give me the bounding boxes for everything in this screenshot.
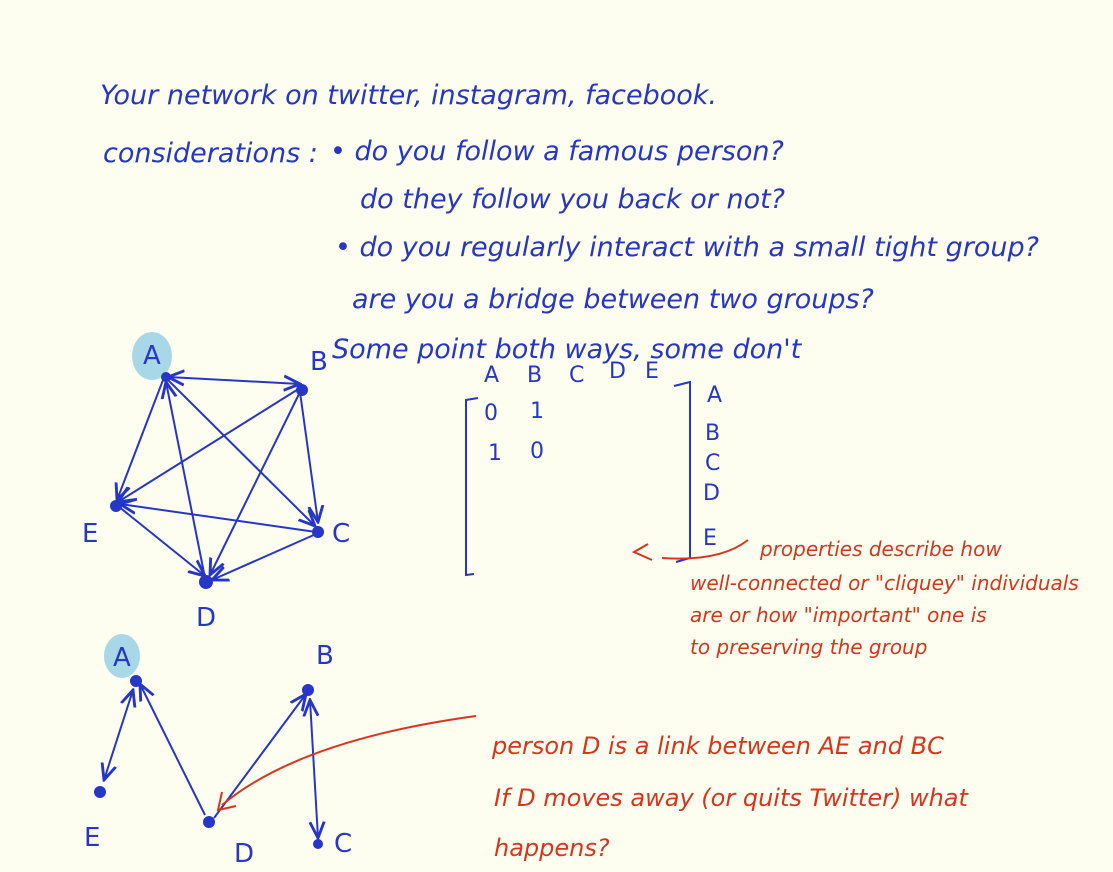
- red-arrow-to-matrix: [631, 539, 749, 561]
- node-d2: [203, 816, 215, 828]
- node-b: [296, 384, 308, 396]
- col-header-c: C: [569, 363, 584, 388]
- bullet-1-line-2: do they follow you back or not?: [360, 184, 785, 215]
- edge-b-e: [118, 387, 301, 502]
- adjacency-matrix: A B C D E 0 1 1 0 A B C D E: [465, 359, 722, 577]
- red-note-2-line-2: If D moves away (or quits Twitter) what: [494, 784, 969, 812]
- red-note-1-line-2: well-connected or "cliquey" individuals: [690, 571, 1079, 595]
- considerations-label: considerations :: [103, 138, 318, 169]
- row-header-d: D: [703, 481, 720, 506]
- edge-d-a: [166, 382, 206, 579]
- edge2-b-c: [310, 700, 318, 838]
- red-note-1-line-1: properties describe how: [759, 537, 1002, 561]
- bullet-2-line-1: • do you regularly interact with a small…: [335, 232, 1039, 263]
- label2-b: B: [316, 641, 334, 671]
- red-arrow-to-d: [216, 715, 477, 812]
- col-header-e: E: [645, 359, 659, 384]
- red-note-1-line-4: to preserving the group: [690, 635, 927, 659]
- node-a2: [130, 675, 142, 687]
- edge2-a-d: [140, 684, 206, 816]
- label2-d: D: [234, 839, 254, 869]
- edge-e-d: [117, 505, 205, 576]
- label-b: B: [310, 347, 328, 377]
- edge-a-c: [167, 379, 315, 526]
- red-note-2-line-1: person D is a link between AE and BC: [491, 732, 944, 760]
- node-e2: [94, 786, 106, 798]
- node-a-highlight: [132, 332, 172, 380]
- node-b2: [302, 684, 314, 696]
- label-c: C: [332, 519, 350, 549]
- directed-graph-bridge: A B C D E: [84, 634, 352, 869]
- col-header-b: B: [527, 363, 542, 388]
- label2-c: C: [334, 829, 352, 859]
- cell-a-b: 1: [530, 399, 544, 424]
- row-header-c: C: [705, 451, 720, 476]
- node-a2-highlight: [104, 634, 140, 678]
- bullet-2-line-2: are you a bridge between two groups?: [352, 284, 874, 315]
- col-header-d: D: [609, 359, 626, 384]
- row-header-b: B: [705, 421, 720, 446]
- cell-b-a: 1: [488, 441, 502, 466]
- cell-a-a: 0: [484, 401, 498, 426]
- edge2-a-e: [104, 690, 133, 780]
- node-a: [161, 372, 171, 382]
- edge2-b-d: [213, 694, 306, 819]
- label2-e: E: [84, 823, 100, 853]
- matrix-cells: 0 1 1 0: [484, 399, 544, 466]
- red-note-2-line-3: happens?: [494, 834, 610, 862]
- col-header-a: A: [484, 363, 499, 388]
- node-d: [199, 575, 213, 589]
- matrix-left-bracket: [465, 397, 479, 577]
- edge-a-b: [168, 377, 300, 384]
- node-c2: [313, 839, 323, 849]
- edge-b-c: [299, 391, 318, 522]
- matrix-column-headers: A B C D E: [484, 359, 659, 388]
- bullet-1-line-1: • do you follow a famous person?: [330, 136, 784, 167]
- title-note: Your network on twitter, instagram, face…: [100, 80, 717, 111]
- row-header-a: A: [707, 383, 722, 408]
- graph1-annotation: Some point both ways, some don't: [332, 334, 803, 365]
- node-e: [110, 500, 122, 512]
- edge-b-d: [210, 391, 301, 575]
- node-c: [312, 526, 324, 538]
- label-d: D: [196, 603, 216, 633]
- edge-c-e: [120, 504, 317, 533]
- label2-a: A: [113, 643, 131, 673]
- matrix-row-headers: A B C D E: [703, 383, 722, 551]
- label-a: A: [143, 341, 161, 371]
- cell-b-b: 0: [530, 439, 544, 464]
- edge-c-d: [212, 533, 317, 580]
- label-e: E: [82, 519, 98, 549]
- edge-a-e: [117, 379, 164, 500]
- matrix-right-bracket: [673, 380, 691, 563]
- red-note-1-line-3: are or how "important" one is: [690, 603, 987, 627]
- row-header-e: E: [703, 526, 717, 551]
- directed-graph-complete: A B C D E: [82, 332, 350, 633]
